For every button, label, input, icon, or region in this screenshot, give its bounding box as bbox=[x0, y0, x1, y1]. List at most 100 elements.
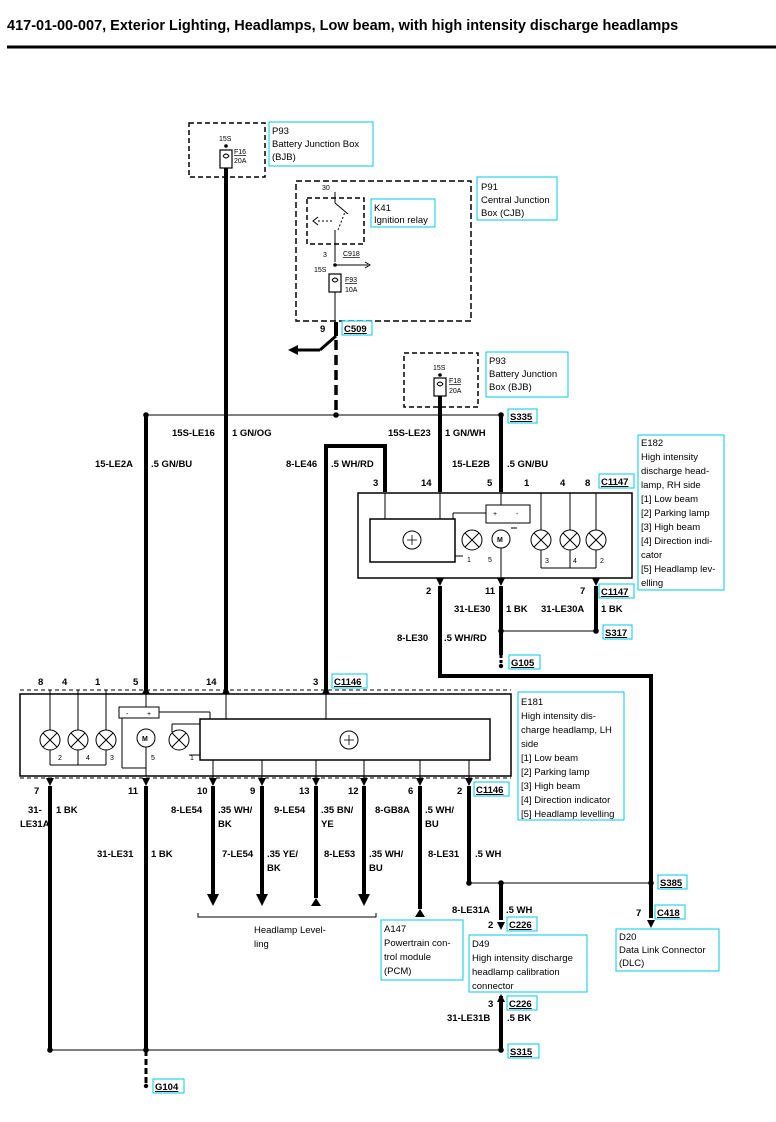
w31-le31a-a: 31- bbox=[28, 805, 42, 816]
e182-bot-pin-2: 2 bbox=[426, 586, 431, 597]
w9-le54-c2: YE bbox=[321, 819, 334, 830]
e182-pin-14: 14 bbox=[421, 478, 432, 489]
svg-text:+: + bbox=[147, 711, 151, 718]
e181-bot-pin-9: 9 bbox=[250, 786, 255, 797]
e181-bot-pin-13: 13 bbox=[299, 786, 310, 797]
d49-name-3: connector bbox=[472, 981, 514, 992]
k41-pin-bottom: 3 bbox=[323, 252, 327, 259]
w8-le30: 8-LE30 bbox=[397, 633, 428, 644]
k41-supply: 15S bbox=[314, 267, 327, 274]
e181-int-5: 5 bbox=[151, 755, 155, 762]
w9-le54: 9-LE54 bbox=[274, 805, 306, 816]
c226-top: C226 bbox=[509, 920, 532, 931]
fuse-icon bbox=[219, 149, 233, 169]
e182-bot-pin-7: 7 bbox=[580, 586, 585, 597]
c1146-bot-callout bbox=[473, 781, 510, 797]
w8-le53-c2: BU bbox=[369, 863, 383, 874]
k41-conn: C918 bbox=[343, 251, 360, 258]
e182-name-1: High intensity bbox=[641, 452, 698, 463]
w15s-le23-color: 1 GN/WH bbox=[445, 428, 486, 439]
c509-callout bbox=[341, 320, 373, 336]
g104-label: G104 bbox=[155, 1082, 179, 1093]
w8-le31-color: .5 WH bbox=[475, 849, 502, 860]
e181-name-5: [2] Parking lamp bbox=[521, 767, 590, 778]
p93-mid-callout bbox=[485, 351, 569, 398]
c226-bot-pin: 3 bbox=[488, 999, 493, 1010]
e182-name-3: lamp, RH side bbox=[641, 480, 701, 491]
c1147-top: C1147 bbox=[601, 477, 628, 488]
w8-le46: 8-LE46 bbox=[286, 459, 317, 470]
k41-name: Ignition relay bbox=[374, 215, 428, 226]
d49-name-1: High intensity discharge bbox=[472, 953, 573, 964]
c226-top-callout bbox=[506, 916, 538, 932]
e181-name-3: side bbox=[521, 739, 538, 750]
w31-le31-color: 1 BK bbox=[151, 849, 173, 860]
e181-name-2: charge headlamp, LH bbox=[521, 725, 612, 736]
e181-bot-pin-12: 12 bbox=[348, 786, 359, 797]
e181-callout bbox=[517, 691, 625, 821]
p93-mid-ref: P93 bbox=[489, 356, 506, 367]
e181-name-8: [5] Headlamp levelling bbox=[521, 809, 614, 820]
w15s-le23: 15S-LE23 bbox=[388, 428, 431, 439]
d20-name-1: Data Link Connector bbox=[619, 945, 706, 956]
e182-name-2: discharge head- bbox=[641, 466, 709, 477]
w15-le2a-color: .5 GN/BU bbox=[151, 459, 192, 470]
e181-name-4: [1] Low beam bbox=[521, 753, 578, 764]
p93-top-fuse: F16 bbox=[234, 149, 246, 156]
e182-name-9: [5] Headlamp lev- bbox=[641, 564, 715, 575]
a147-name-1: Powertrain con- bbox=[384, 938, 451, 949]
w31-le31: 31-LE31 bbox=[97, 849, 134, 860]
levelling-label-2: ling bbox=[254, 939, 269, 950]
p93-mid-fuse: F18 bbox=[449, 378, 461, 385]
c1147-bot: C1147 bbox=[601, 587, 628, 598]
w8-le46-color: .5 WH/RD bbox=[331, 459, 374, 470]
e181-pin-5: 5 bbox=[133, 677, 139, 688]
levelling-label-1: Headlamp Level- bbox=[254, 925, 326, 936]
e182-name-7: [4] Direction indi- bbox=[641, 536, 712, 547]
p93-top-supply: 15S bbox=[219, 136, 232, 143]
e181-name-6: [3] High beam bbox=[521, 781, 580, 792]
e181-ref: E181 bbox=[521, 697, 543, 708]
fuse-icon bbox=[328, 273, 342, 293]
e181-pin-3: 3 bbox=[313, 677, 318, 688]
e182-int-2: 2 bbox=[600, 558, 604, 565]
w31-le30a-color: 1 BK bbox=[601, 604, 623, 615]
k41-fuse: F93 bbox=[345, 277, 357, 284]
page-title: 417-01-00-007, Exterior Lighting, Headla… bbox=[7, 18, 678, 34]
e182-name-6: [3] High beam bbox=[641, 522, 700, 533]
p91-name-1: Central Junction bbox=[481, 195, 550, 206]
d49-name-2: headlamp calibration bbox=[472, 967, 560, 978]
e181-int-4: 4 bbox=[86, 755, 90, 762]
s317-label: S317 bbox=[605, 628, 627, 639]
e182-int-4: 4 bbox=[573, 558, 577, 565]
w15s-le16-color: 1 GN/OG bbox=[232, 428, 272, 439]
k41-ref: K41 bbox=[374, 203, 391, 214]
s335-label: S335 bbox=[510, 412, 533, 423]
e182-int-3: 3 bbox=[545, 558, 549, 565]
e181-name-1: High intensity dis- bbox=[521, 711, 596, 722]
e181-pin-8: 8 bbox=[38, 677, 43, 688]
e182-int-5: 5 bbox=[488, 557, 492, 564]
w15-le2b: 15-LE2B bbox=[452, 459, 490, 470]
c509-label: C509 bbox=[344, 324, 367, 335]
svg-text:M: M bbox=[497, 537, 503, 544]
w15s-le16: 15S-LE16 bbox=[172, 428, 215, 439]
g105-label: G105 bbox=[511, 658, 535, 669]
w8-le31a: 8-LE31A bbox=[452, 905, 490, 916]
c1146-top: C1146 bbox=[334, 677, 361, 688]
p91-callout bbox=[476, 176, 558, 221]
w7-le54-c2: BK bbox=[267, 863, 281, 874]
s335-callout bbox=[507, 408, 538, 424]
c418-callout bbox=[654, 904, 686, 920]
w8-gb8a-c1: .5 WH/ bbox=[425, 805, 454, 816]
k41-rating: 10A bbox=[345, 287, 358, 294]
e182-pin-3: 3 bbox=[373, 478, 378, 489]
e182-ref: E182 bbox=[641, 438, 663, 449]
p93-mid-rating: 20A bbox=[449, 388, 462, 395]
e181-int-3: 3 bbox=[110, 755, 114, 762]
p93-top-rating: 20A bbox=[234, 158, 247, 165]
w9-le54-c1: .35 BN/ bbox=[321, 805, 354, 816]
e181-name-7: [4] Direction indicator bbox=[521, 795, 610, 806]
p93-top-callout bbox=[268, 121, 374, 167]
e182-name-8: cator bbox=[641, 550, 662, 561]
